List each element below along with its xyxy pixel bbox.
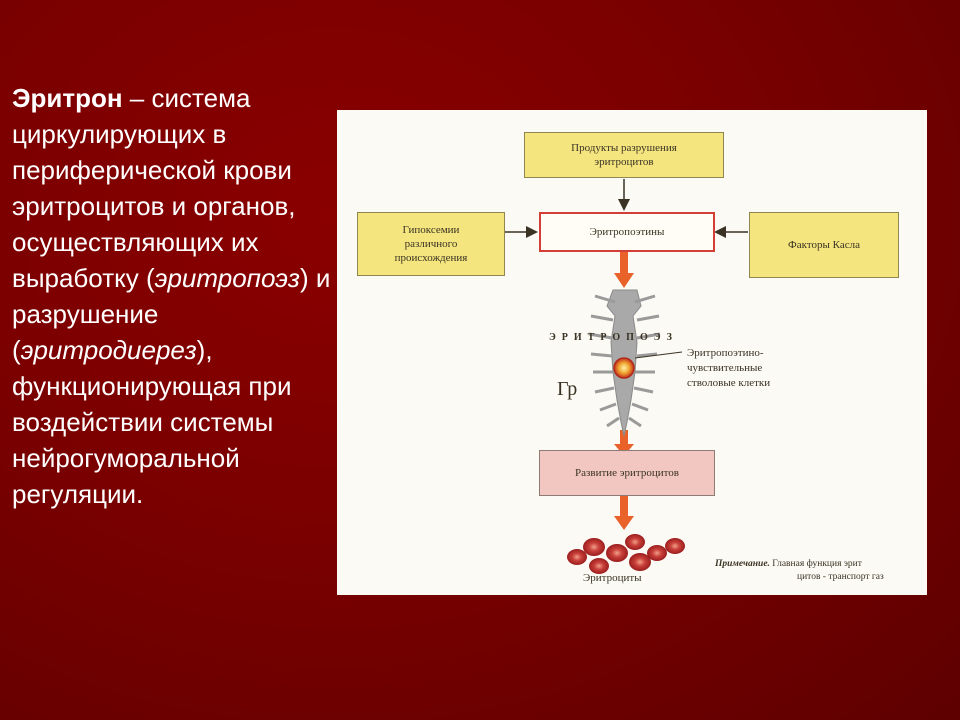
- stem-cell-pointer: [634, 351, 683, 359]
- note: Примечание. Главная функция эрит цитов -…: [715, 558, 884, 584]
- note-line-1: Главная функция эрит: [772, 559, 862, 569]
- term-erythrodieresis: эритродиерез: [20, 335, 197, 365]
- box-erythrocyte-breakdown-products: Продукты разрушения эритроцитов: [524, 132, 724, 178]
- term-erythropoiesis: эритропоэз: [154, 263, 301, 293]
- note-line-2: цитов - транспорт газ: [797, 572, 884, 582]
- erythrocytes-cluster: [567, 534, 685, 574]
- box-hypoxemia-label: Гипоксемии различного происхождения: [394, 224, 468, 264]
- erythropoiesis-label: Эритропоэз: [549, 332, 678, 343]
- definition-part-2: ) и разрушение (: [12, 263, 331, 365]
- box-epo-label: Эритропоэтины: [589, 226, 665, 238]
- note-title: Примечание.: [715, 559, 770, 569]
- orange-arrow-development-to-erythrocytes: [614, 494, 634, 530]
- definition-part-1: – система циркулирующих в периферической…: [12, 83, 296, 293]
- stem-cells-label-line-2: чувствительные: [687, 362, 763, 374]
- stem-cells-label-line-3: стволовые клетки: [687, 377, 771, 389]
- box-hypoxemia: Гипоксемии различного происхождения: [357, 212, 505, 276]
- box-erythropoietins: Эритропоэтины: [539, 212, 715, 252]
- box-products-label: Продукты разрушения эритроцитов: [571, 142, 677, 168]
- stem-cell: [613, 357, 635, 379]
- diagram-graphics: [504, 179, 748, 574]
- stem-cells-label: Эритропоэтино- чувствительные стволовые …: [687, 346, 770, 391]
- box-development-label: Развитие эритроцитов: [575, 467, 679, 479]
- definition-text: Эритрон – система циркулирующих в перифе…: [12, 80, 332, 512]
- box-erythrocyte-development: Развитие эритроцитов: [539, 450, 715, 496]
- gr-label: Гр: [557, 378, 578, 400]
- definition-part-3: ), функционирующая при воздействии систе…: [12, 335, 292, 509]
- stem-cells-label-line-1: Эритропоэтино-: [687, 347, 764, 359]
- box-castle-factors: Факторы Касла: [749, 212, 899, 278]
- term-eritron: Эритрон: [12, 83, 123, 113]
- orange-arrow-epo-to-bone-marrow: [614, 251, 634, 288]
- box-castle-label: Факторы Касла: [788, 239, 860, 251]
- erythrocytes-label: Эритроциты: [583, 572, 642, 584]
- erythron-diagram: Продукты разрушения эритроцитов Гипоксем…: [337, 110, 927, 595]
